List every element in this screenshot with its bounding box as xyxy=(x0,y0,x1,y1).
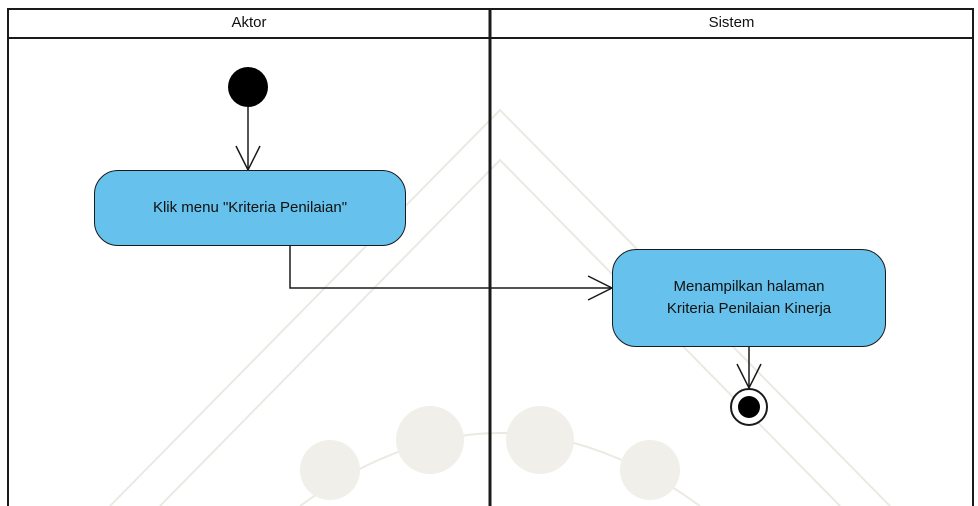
final-node-icon xyxy=(730,388,768,426)
lane-title-sistem: Sistem xyxy=(708,14,755,31)
activity-show-page-line1: Menampilkan halaman xyxy=(673,278,825,295)
activity-show-page: Menampilkan halaman Kriteria Penilaian K… xyxy=(612,249,886,347)
lane-title-aktor: Aktor xyxy=(231,14,267,31)
activity-show-page-line2: Kriteria Penilaian Kinerja xyxy=(666,300,832,317)
activity-click-menu-label: Klik menu "Kriteria Penilaian" xyxy=(152,199,348,216)
activity-click-menu: Klik menu "Kriteria Penilaian" xyxy=(94,170,406,246)
initial-node-icon xyxy=(228,67,268,107)
